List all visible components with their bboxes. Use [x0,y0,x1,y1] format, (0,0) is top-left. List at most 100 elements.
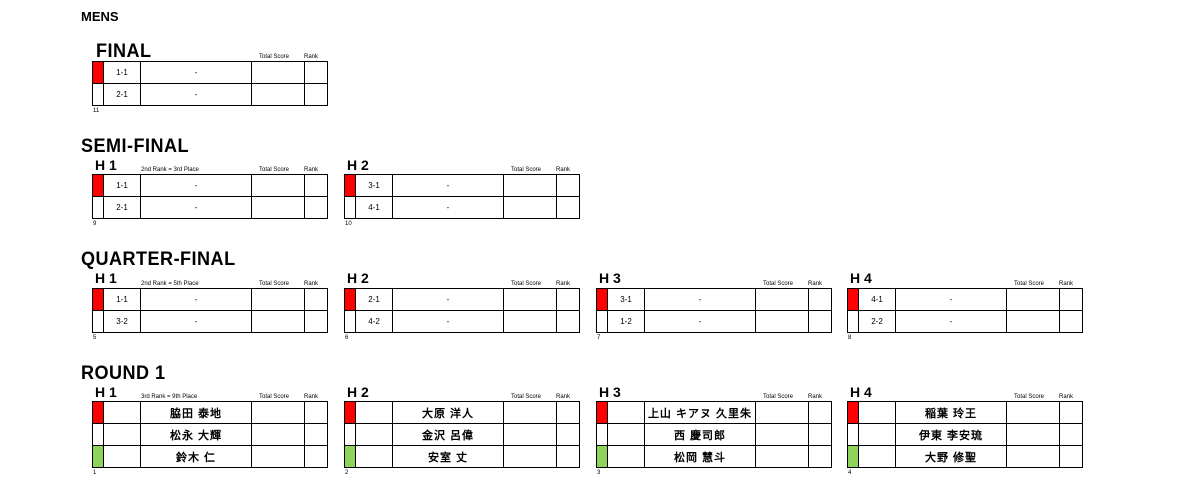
table-row: 2-1- [344,288,580,311]
green-jersey-swatch [92,445,104,468]
table-row: 3-1- [596,288,832,311]
rank-cell [304,61,328,84]
table-row: 1-2- [596,310,832,333]
table-row: 1-1- [92,174,328,197]
page-title: MENS [81,9,119,24]
total-score-cell [1006,288,1060,311]
rank-cell [304,288,328,311]
rank-cell [304,83,328,106]
heat-table: 2-1-4-2- [344,288,580,333]
rank-cell [556,423,580,446]
heat-label: H 2 [347,384,369,400]
athlete-name-cell: - [895,310,1007,333]
total-score-cell [755,445,809,468]
table-row: 2-1- [92,196,328,219]
athlete-name-cell: - [140,61,252,84]
seed-cell: 3-1 [355,174,393,197]
table-row: 4-1- [847,288,1083,311]
seed-cell: 1-1 [103,174,141,197]
athlete-name-cell: - [140,83,252,106]
athlete-name-cell: 伊東 李安琉 [895,423,1007,446]
athlete-name-cell: - [392,174,504,197]
red-jersey-swatch [344,174,356,197]
rank-cell [304,423,328,446]
athlete-name-cell: - [644,310,756,333]
total-score-header: Total Score [258,167,289,173]
heat-table: 稲葉 玲王伊東 李安琉大野 修聖 [847,401,1083,468]
rank-note: 3rd Rank = 9th Place [141,394,198,400]
heat-number: 1 [93,470,97,476]
heat-label: H 4 [850,384,872,400]
total-score-header: Total Score [258,54,289,60]
heat-number: 3 [597,470,601,476]
red-jersey-swatch [92,61,104,84]
seed-cell [858,445,896,468]
white-jersey-swatch [847,310,859,333]
athlete-name-cell: - [644,288,756,311]
table-row: 4-2- [344,310,580,333]
total-score-cell [755,423,809,446]
athlete-name-cell: 松岡 慧斗 [644,445,756,468]
white-jersey-swatch [596,423,608,446]
seed-cell: 3-2 [103,310,141,333]
heat-number: 4 [848,470,852,476]
rank-header: Rank [303,394,318,400]
athlete-name-cell: 鈴木 仁 [140,445,252,468]
seed-cell [355,423,393,446]
table-row: 金沢 呂偉 [344,423,580,446]
seed-cell: 1-1 [103,288,141,311]
heat-table: 脇田 泰地松永 大輝鈴木 仁 [92,401,328,468]
heat-label: H 3 [599,270,621,286]
green-jersey-swatch [596,445,608,468]
table-row: 西 慶司郎 [596,423,832,446]
heat-table: 3-1-1-2- [596,288,832,333]
total-score-cell [503,288,557,311]
total-score-cell [503,196,557,219]
athlete-name-cell: - [895,288,1007,311]
round-title-quarter-final: QUARTER-FINAL [81,249,236,270]
seed-cell: 4-1 [355,196,393,219]
round-title-final: FINAL [96,41,152,62]
heat-label: H 2 [347,270,369,286]
total-score-header: Total Score [510,281,541,287]
athlete-name-cell: 金沢 呂偉 [392,423,504,446]
heat-label: H 1 [95,157,117,173]
seed-cell [103,445,141,468]
rank-cell [808,445,832,468]
table-row: 大野 修聖 [847,445,1083,468]
white-jersey-swatch [344,196,356,219]
seed-cell: 2-2 [858,310,896,333]
athlete-name-cell: 松永 大輝 [140,423,252,446]
athlete-name-cell: - [140,310,252,333]
table-row: 松永 大輝 [92,423,328,446]
athlete-name-cell: 安室 丈 [392,445,504,468]
rank-cell [556,401,580,424]
total-score-cell [1006,445,1060,468]
rank-note: 2nd Rank = 5th Place [141,281,199,287]
white-jersey-swatch [92,310,104,333]
red-jersey-swatch [596,401,608,424]
seed-cell: 1-2 [607,310,645,333]
rank-cell [808,310,832,333]
heat-label: H 4 [850,270,872,286]
total-score-header: Total Score [510,394,541,400]
table-row: 安室 丈 [344,445,580,468]
rank-header: Rank [555,394,570,400]
rank-cell [1059,445,1083,468]
table-row: 大原 洋人 [344,401,580,424]
table-row: 鈴木 仁 [92,445,328,468]
table-row: 1-1- [92,288,328,311]
seed-cell [355,401,393,424]
table-row: 松岡 慧斗 [596,445,832,468]
seed-cell: 2-1 [103,83,141,106]
athlete-name-cell: - [140,288,252,311]
rank-cell [808,288,832,311]
heat-label: H 3 [599,384,621,400]
athlete-name-cell: - [140,196,252,219]
seed-cell: 2-1 [103,196,141,219]
total-score-header: Total Score [762,281,793,287]
heat-label: H 2 [347,157,369,173]
rank-cell [304,196,328,219]
total-score-header: Total Score [258,394,289,400]
rank-cell [304,445,328,468]
